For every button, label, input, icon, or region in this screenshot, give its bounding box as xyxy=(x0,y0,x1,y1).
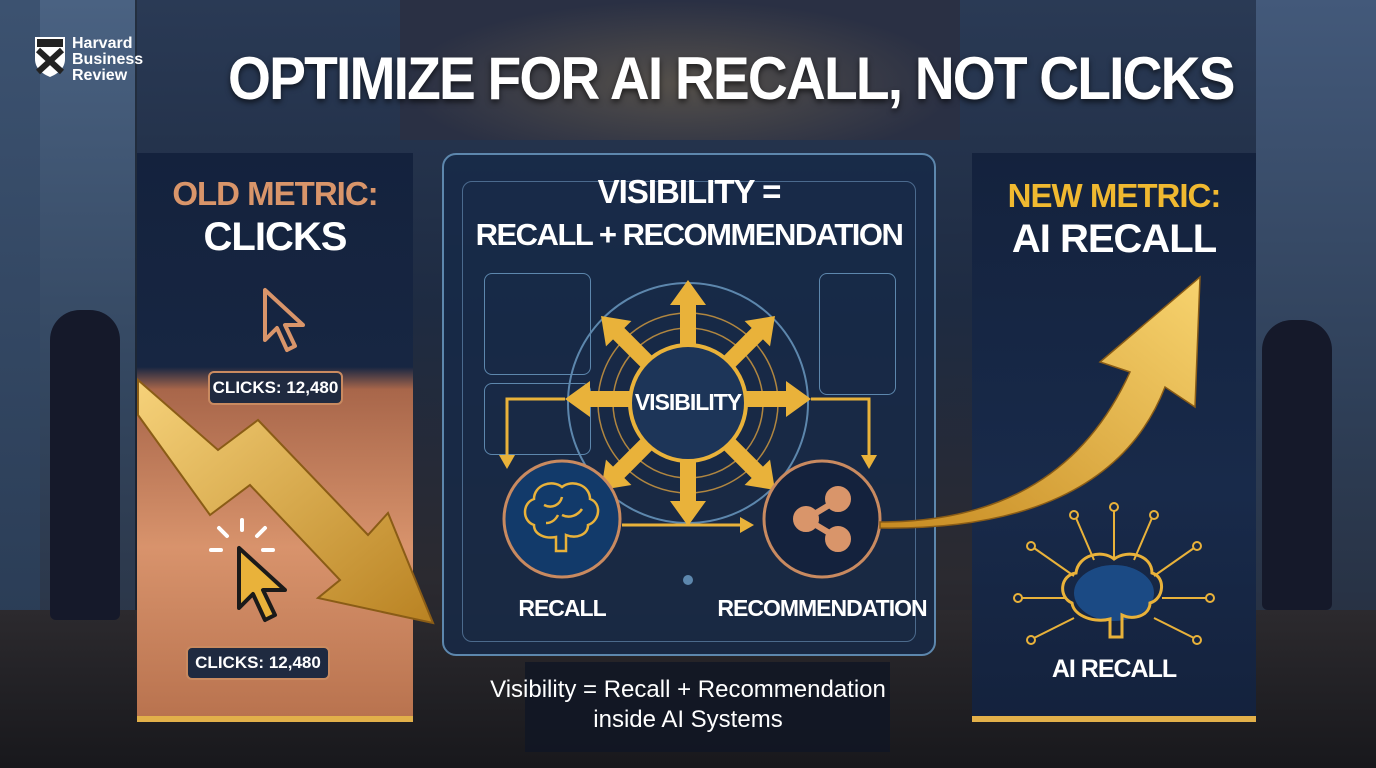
new-metric-heading: AI RECALL xyxy=(1011,217,1217,261)
caption-line1: Visibility = Recall + Recommendation xyxy=(490,676,886,703)
clicks-badge-bottom: CLICKS: 12,480 xyxy=(186,646,330,680)
ai-recall-label: AI RECALL xyxy=(1051,655,1177,683)
caption-line2: inside AI Systems xyxy=(593,706,783,733)
logo-line: Review xyxy=(72,67,128,84)
new-metric-panel: NEW METRIC: AI RECALL AI RECALL xyxy=(972,153,1256,722)
dashboard-card xyxy=(819,273,896,395)
shield-icon xyxy=(35,37,65,77)
old-metric-heading: CLICKS xyxy=(203,215,348,259)
caption-box xyxy=(525,662,890,752)
up-trend-arrow xyxy=(879,275,1201,529)
hub-label: VISIBILITY xyxy=(634,389,742,415)
new-metric-kicker: NEW METRIC: xyxy=(1007,177,1222,214)
click-cursor-icon xyxy=(209,518,287,622)
brain-icon xyxy=(523,482,600,553)
old-metric-kicker: OLD METRIC: xyxy=(172,175,378,212)
hbr-logo: Harvard Business Review xyxy=(34,36,143,84)
visibility-diagram xyxy=(499,280,882,585)
dashboard-card xyxy=(484,383,591,455)
logo-line: Harvard xyxy=(72,35,133,52)
dashboard-card xyxy=(484,273,591,375)
page-title: OPTIMIZE FOR AI RECALL, NOT CLICKS xyxy=(228,45,1235,112)
person-silhouette xyxy=(1262,320,1332,610)
share-icon xyxy=(793,486,851,552)
cursor-icon xyxy=(263,288,305,352)
clicks-badge-top: CLICKS: 12,480 xyxy=(208,371,343,405)
down-trend-arrow xyxy=(137,377,435,625)
ai-brain-network-icon xyxy=(1013,502,1215,645)
recommendation-label: RECOMMENDATION xyxy=(717,595,927,621)
radial-arrows xyxy=(565,280,811,526)
visibility-title-line2: RECALL + RECOMMENDATION xyxy=(475,217,904,252)
visibility-panel: VISIBILITY = RECALL + RECOMMENDATION VIS… xyxy=(442,153,936,656)
logo-line: Business xyxy=(72,51,144,68)
person-silhouette xyxy=(50,310,120,620)
recall-label: RECALL xyxy=(518,595,606,621)
visibility-title-line1: VISIBILITY = xyxy=(597,173,782,210)
